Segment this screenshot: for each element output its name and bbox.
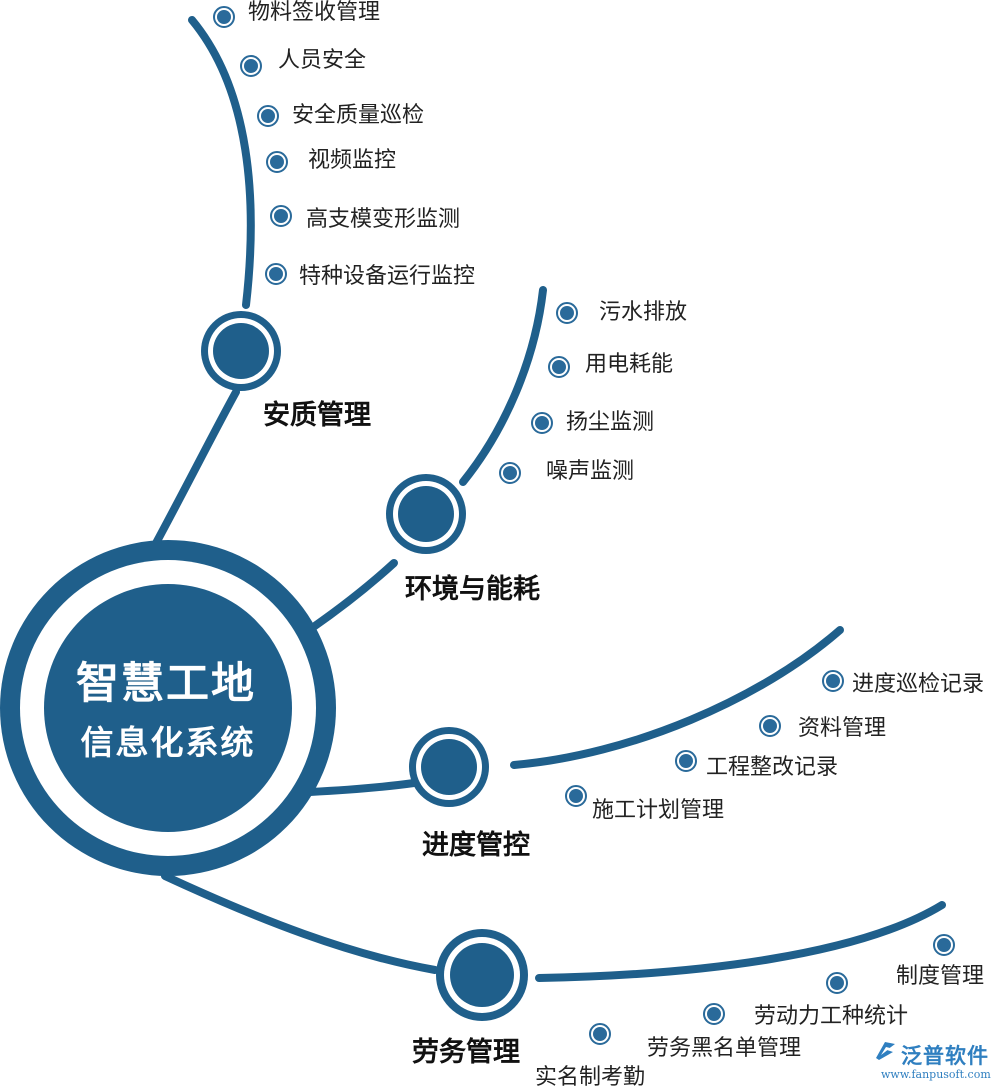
leaf-label: 工程整改记录	[706, 755, 839, 780]
leaf-bullet-core	[503, 466, 517, 480]
leaf-bullet-core	[569, 789, 583, 803]
leaf-bullet-core	[244, 59, 258, 73]
leaf-bullet-core	[270, 155, 284, 169]
leaf-label: 人员安全	[278, 48, 367, 73]
leaf-bullet-core	[217, 10, 231, 24]
branch-label-huanjing: 环境与能耗	[405, 574, 540, 605]
branch-label-jindu: 进度管控	[422, 830, 530, 861]
arc-jindu	[510, 626, 844, 769]
branch-label-laowu: 劳务管理	[412, 1037, 520, 1068]
stem-laowu	[161, 872, 439, 974]
leaf-label: 噪声监测	[546, 459, 635, 484]
branch-node-anquan	[201, 311, 281, 391]
branch-label-anquan: 安质管理	[263, 400, 371, 431]
logo-mark-icon	[876, 1042, 895, 1060]
fanpu-logo: 泛普软件 www.fanpusoft.com	[873, 1036, 995, 1086]
leaf-bullet-core	[560, 306, 574, 320]
leaf-bullet-core	[552, 360, 566, 374]
leaf-label: 施工计划管理	[592, 798, 725, 823]
stem-anquan	[151, 388, 240, 549]
arc-huanjing	[459, 286, 547, 486]
stem-jindu	[306, 779, 418, 796]
leaf-bullet-core	[679, 754, 693, 768]
leaf-bullet-core	[707, 1007, 721, 1021]
arc-laowu	[535, 901, 946, 982]
leaf-label: 实名制考勤	[535, 1065, 646, 1090]
leaf-bullet-core	[593, 1027, 607, 1041]
branch-node-huanjing	[386, 474, 466, 554]
center-subtitle: 信息化系统	[80, 723, 256, 762]
arc-anquan	[188, 16, 255, 309]
leaf-label: 物料签收管理	[248, 0, 381, 25]
leaf-bullet-core	[830, 976, 844, 990]
leaf-label: 用电耗能	[585, 352, 674, 377]
leaf-bullet-core	[826, 674, 840, 688]
leaf-label: 进度巡检记录	[852, 672, 985, 697]
leaf-bullet-core	[261, 109, 275, 123]
center-node	[0, 540, 336, 876]
leaf-label: 劳务黑名单管理	[647, 1036, 802, 1061]
logo-name: 泛普软件	[901, 1044, 989, 1068]
center-title: 智慧工地	[76, 659, 256, 709]
stem-huanjing	[308, 559, 398, 632]
leaf-label: 扬尘监测	[566, 410, 655, 435]
leaf-label: 视频监控	[308, 148, 397, 173]
branch-node-laowu	[436, 929, 528, 1021]
leaf-label: 资料管理	[798, 716, 887, 741]
leaf-bullet-core	[937, 938, 951, 952]
leaf-label: 劳动力工种统计	[754, 1004, 909, 1029]
leaf-label: 高支模变形监测	[306, 207, 461, 232]
branch-node-jindu	[409, 727, 489, 807]
leaf-label: 特种设备运行监控	[299, 264, 476, 289]
leaf-bullet-core	[535, 416, 549, 430]
leaf-bullet-core	[763, 719, 777, 733]
leaf-bullet-core	[274, 209, 288, 223]
leaf-label: 安全质量巡检	[292, 103, 425, 128]
leaf-label: 制度管理	[896, 964, 985, 989]
logo-url: www.fanpusoft.com	[881, 1068, 991, 1081]
leaf-bullet-core	[269, 267, 283, 281]
leaf-label: 污水排放	[599, 300, 688, 325]
